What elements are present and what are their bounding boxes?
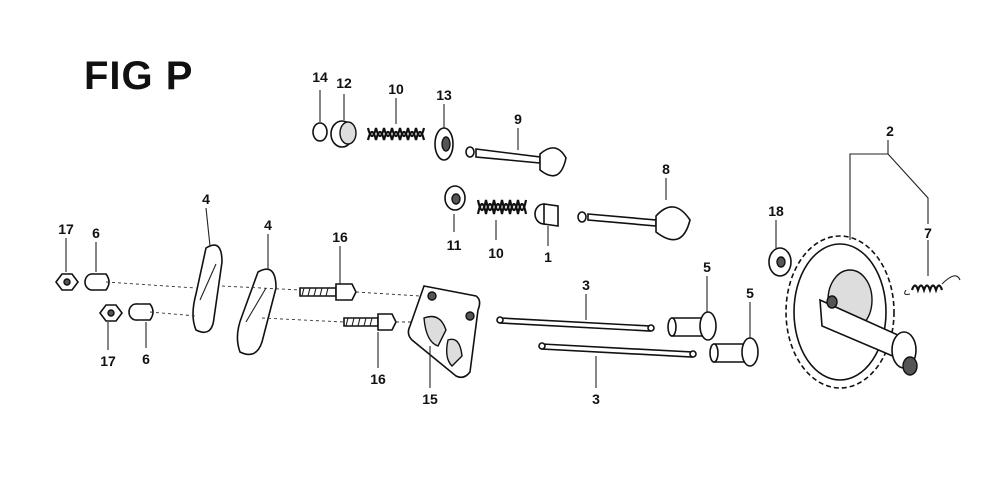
callout-15: 15 <box>422 391 438 407</box>
callout-3-lower: 3 <box>592 391 600 407</box>
rocker-stud-16-lower <box>343 313 397 331</box>
callout-9: 9 <box>514 111 522 127</box>
return-spring-7 <box>904 275 961 296</box>
callout-8: 8 <box>662 161 670 177</box>
rocker-arm-4-left <box>192 244 223 334</box>
callout-14: 14 <box>312 69 328 85</box>
retainer-ring-14 <box>312 122 328 142</box>
spring-seat-13 <box>434 127 454 161</box>
nut-17-upper <box>55 273 79 291</box>
push-rod-3-lower <box>538 342 697 358</box>
callout-12: 12 <box>336 75 352 91</box>
push-rod-3-upper <box>496 316 655 332</box>
callout-2: 2 <box>886 123 894 139</box>
callout-5-lower: 5 <box>746 285 754 301</box>
valve-spring-10-upper <box>366 127 426 141</box>
callout-5-upper: 5 <box>703 259 711 275</box>
callout-6-lower: 6 <box>142 351 150 367</box>
exhaust-valve-9 <box>465 146 567 177</box>
rocker-stud-16-upper <box>299 283 357 301</box>
callout-4-right: 4 <box>264 217 272 233</box>
callout-13: 13 <box>436 87 452 103</box>
callout-6-upper: 6 <box>92 225 100 241</box>
callout-3-upper: 3 <box>582 277 590 293</box>
callout-17-lower: 17 <box>100 353 116 369</box>
callout-4-left: 4 <box>202 191 210 207</box>
valve-cap-12 <box>330 120 357 148</box>
leader-lines <box>65 90 929 388</box>
washer-18 <box>768 247 792 277</box>
callout-1: 1 <box>544 249 552 265</box>
guide-plate-15 <box>407 285 481 379</box>
nut-17-lower <box>99 304 123 322</box>
valve-retainer-1 <box>534 203 559 227</box>
callout-16-lower: 16 <box>370 371 386 387</box>
callout-10-upper: 10 <box>388 81 404 97</box>
callout-labels: 14 12 10 13 9 2 8 11 10 1 18 7 4 4 17 6 … <box>58 69 932 407</box>
callout-18: 18 <box>768 203 784 219</box>
callout-11: 11 <box>447 237 462 253</box>
tappet-5-upper <box>667 311 717 341</box>
tappet-5-lower <box>709 337 759 367</box>
valve-spring-10-lower <box>476 199 528 215</box>
rocker-arm-4-right <box>236 268 277 356</box>
pivot-6-upper <box>84 273 110 291</box>
callout-16-upper: 16 <box>332 229 348 245</box>
camshaft-gear-2 <box>785 235 918 389</box>
figure-title: FIG P <box>84 54 194 98</box>
callout-17-upper: 17 <box>58 221 74 237</box>
intake-valve-8 <box>577 206 691 241</box>
stem-seal-11 <box>444 185 466 211</box>
pivot-6-lower <box>128 303 154 321</box>
callout-7: 7 <box>924 225 932 241</box>
callout-10-lower: 10 <box>488 245 504 261</box>
